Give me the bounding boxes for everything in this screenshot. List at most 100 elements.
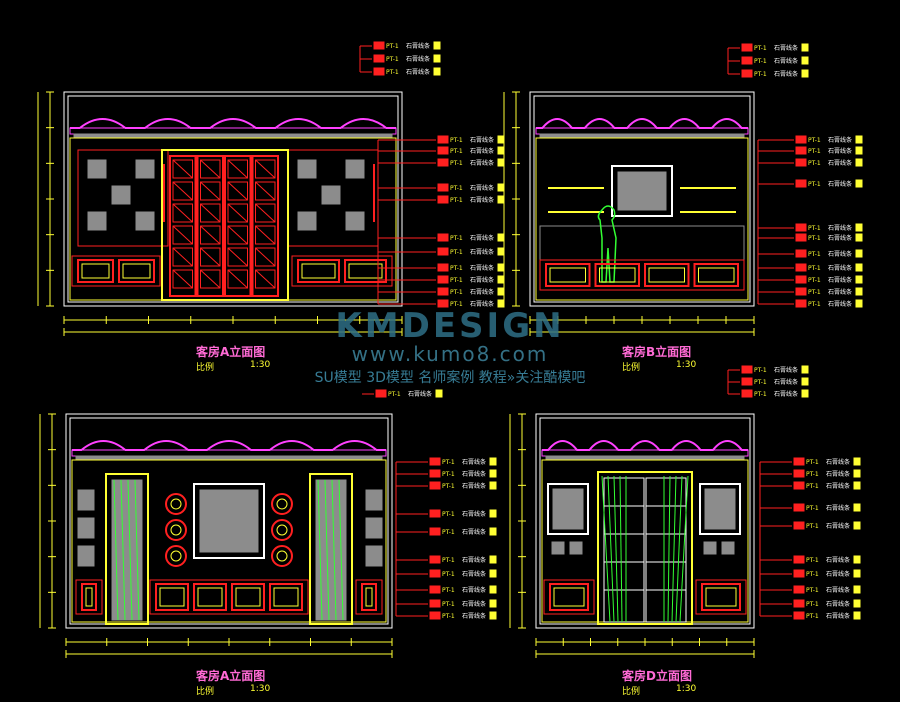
callout-text: 石膏线条 xyxy=(406,68,430,76)
side-picture xyxy=(77,517,95,539)
wainscot-panel xyxy=(701,583,741,611)
code-chip xyxy=(853,481,861,490)
wainscot-panel xyxy=(77,259,114,283)
curtain-fold xyxy=(675,475,683,623)
callout-code: PT-1 xyxy=(386,56,399,63)
callout-code: PT-1 xyxy=(808,225,821,232)
tv-frame xyxy=(611,165,673,217)
callout-text: 石膏线条 xyxy=(408,390,432,398)
door-light xyxy=(172,181,193,201)
door-light xyxy=(255,181,276,201)
wainscot-frame xyxy=(149,579,309,615)
callout-lines: PT-1 石膏线条 PT-1 石膏线条 PT-1 石膏线条 PT-1 石膏线条 PT-1 石膏线条… xyxy=(359,41,863,620)
code-chip xyxy=(853,555,861,564)
socket xyxy=(721,541,735,555)
crown-molding xyxy=(70,118,396,129)
wainscot-frame xyxy=(355,579,383,615)
callout-text: 石膏线条 xyxy=(774,378,798,386)
cornice-band xyxy=(541,449,749,457)
wainscot-frame xyxy=(71,255,161,287)
door-light xyxy=(200,247,221,267)
callout-text: 石膏线条 xyxy=(406,55,430,63)
cornice-shadow xyxy=(75,455,383,461)
code-box xyxy=(795,287,807,296)
code-box xyxy=(373,67,385,76)
door-light xyxy=(227,225,248,245)
callout-text: 石膏线条 xyxy=(828,159,852,167)
medallion xyxy=(271,493,293,515)
code-box xyxy=(795,263,807,272)
wainscot-inner xyxy=(85,587,93,607)
side-picture xyxy=(365,517,383,539)
door-diagonal xyxy=(255,203,276,223)
code-chip xyxy=(855,263,863,272)
callout-text: 石膏线条 xyxy=(828,264,852,272)
door-light xyxy=(200,225,221,245)
callout-code: PT-1 xyxy=(442,601,455,608)
wainscot-panel xyxy=(545,263,591,287)
door-diagonal xyxy=(200,181,221,201)
callout-code: PT-1 xyxy=(754,367,767,374)
code-box xyxy=(793,555,805,564)
callout-text: 石膏线条 xyxy=(826,570,850,578)
callout-code: PT-1 xyxy=(386,69,399,76)
code-chip xyxy=(433,41,441,50)
callout-code: PT-1 xyxy=(806,471,819,478)
code-box xyxy=(793,599,805,608)
cornice-shadow xyxy=(545,455,745,461)
code-chip xyxy=(855,146,863,155)
door-diagonal xyxy=(227,247,248,267)
wainscot-panel xyxy=(361,583,377,611)
panel-title-2: 客房B立面图 xyxy=(622,345,692,359)
door-diagonal xyxy=(255,181,276,201)
door-diagonal xyxy=(172,269,193,289)
wainscot-panel xyxy=(344,259,387,283)
code-box xyxy=(793,585,805,594)
door-light xyxy=(172,247,193,267)
picture-tile xyxy=(87,159,107,179)
callout-text: 石膏线条 xyxy=(826,458,850,466)
code-chip xyxy=(853,469,861,478)
callout-code: PT-1 xyxy=(806,571,819,578)
door-leaf xyxy=(251,155,279,297)
callout-code: PT-1 xyxy=(806,601,819,608)
code-box xyxy=(429,599,441,608)
callout-code: PT-1 xyxy=(806,483,819,490)
mirror-glass xyxy=(552,488,584,530)
wainscot-frame xyxy=(539,259,745,291)
door-light xyxy=(255,203,276,223)
code-box xyxy=(437,146,449,155)
panel-2 xyxy=(503,91,755,336)
picture-tile xyxy=(111,185,131,205)
door-light xyxy=(172,203,193,223)
door-light xyxy=(255,159,276,179)
callout-text: 石膏线条 xyxy=(470,184,494,192)
code-box xyxy=(793,503,805,512)
wall-inner-outline xyxy=(67,95,399,303)
code-box xyxy=(793,569,805,578)
wainscot-panel xyxy=(693,263,739,287)
door-diagonal xyxy=(200,247,221,267)
code-box xyxy=(437,299,449,308)
code-chip xyxy=(497,247,505,256)
code-box xyxy=(741,69,753,78)
code-chip xyxy=(497,263,505,272)
code-box xyxy=(795,275,807,284)
code-box xyxy=(429,611,441,620)
code-chip xyxy=(853,503,861,512)
code-chip xyxy=(855,233,863,242)
callout-text: 石膏线条 xyxy=(462,612,486,620)
code-chip xyxy=(801,389,809,398)
wainscot-frame xyxy=(291,255,393,287)
code-box xyxy=(741,56,753,65)
code-chip xyxy=(497,275,505,284)
picture-tile xyxy=(87,211,107,231)
callout-text: 石膏线条 xyxy=(470,159,494,167)
callout-code: PT-1 xyxy=(806,613,819,620)
wall-surface xyxy=(71,459,387,623)
code-box xyxy=(793,481,805,490)
callout-text: 石膏线条 xyxy=(470,147,494,155)
panel-scale-value-3: 1:30 xyxy=(250,684,271,694)
wainscot-panel xyxy=(549,583,589,611)
curtain-frame xyxy=(105,473,149,625)
